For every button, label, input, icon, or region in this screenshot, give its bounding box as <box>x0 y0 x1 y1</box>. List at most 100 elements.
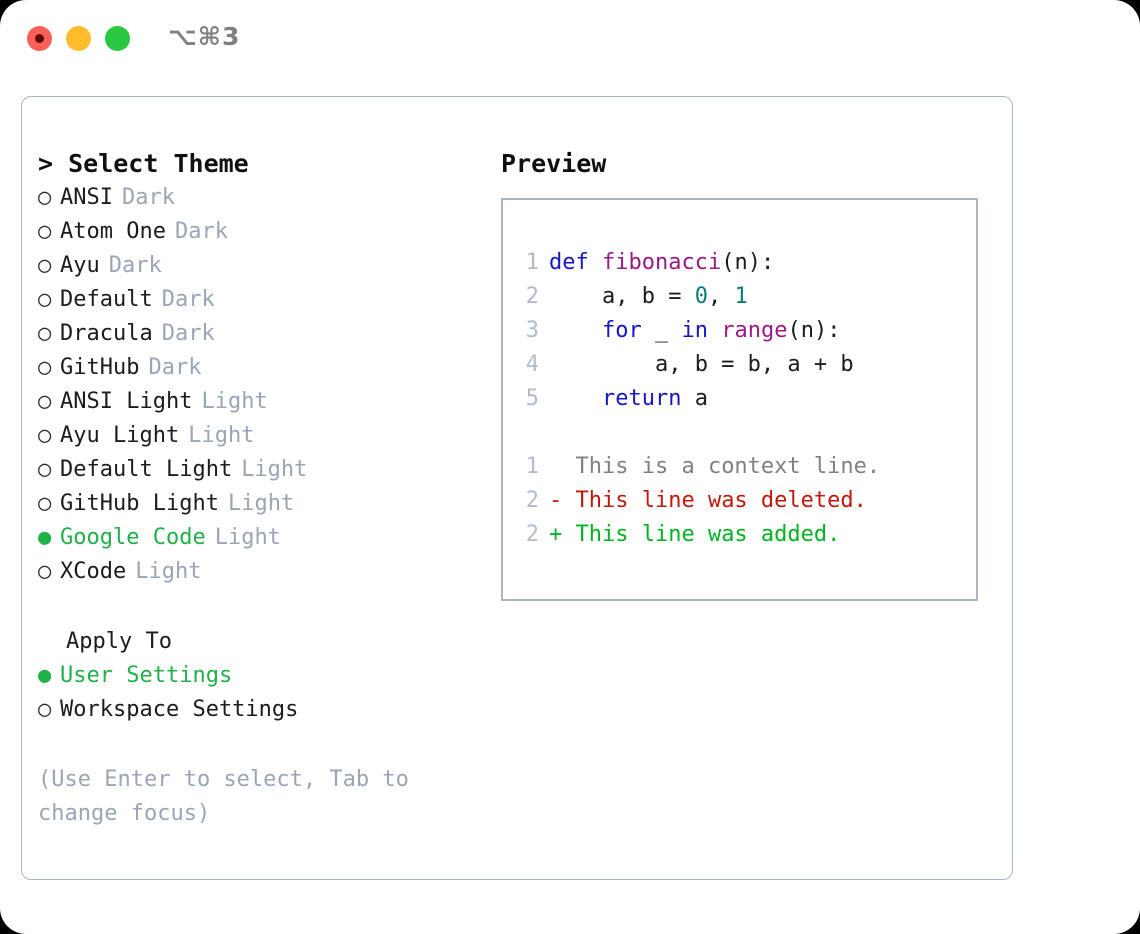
diff-text: This line was deleted. <box>562 488 867 513</box>
code-token: return <box>601 386 682 411</box>
apply-to-list[interactable]: ● User Settings ○Workspace Settings <box>38 659 468 727</box>
code-line-text: def fibonacci(n): <box>549 246 774 280</box>
line-number: 2 <box>525 284 539 309</box>
theme-kind-badge: Dark <box>148 355 202 380</box>
radio-selected-icon: ● <box>38 525 52 550</box>
apply-to-option[interactable]: ● User Settings <box>38 659 468 693</box>
theme-kind-badge: Dark <box>161 287 215 312</box>
code-token <box>708 318 721 343</box>
diff-marker <box>549 450 562 484</box>
radio-unselected-icon: ○ <box>38 355 52 380</box>
apply-to-label: Workspace Settings <box>60 697 299 722</box>
window-shortcut-label: ⌥⌘3 <box>168 22 241 51</box>
theme-kind-badge: Light <box>201 389 268 414</box>
theme-list-item[interactable]: ○ Default Dark <box>38 283 468 317</box>
theme-name: GitHub Light <box>60 491 219 516</box>
diff-marker: + <box>549 522 563 547</box>
code-line-text: a, b = b, a + b <box>549 348 854 382</box>
code-token: in <box>681 318 708 343</box>
theme-name: Dracula <box>60 321 153 346</box>
diff-text: This line was added. <box>562 522 841 547</box>
apply-to-group: Apply To ●User Settings○Workspace Settin… <box>38 625 468 727</box>
theme-kind-badge: Dark <box>108 253 162 278</box>
theme-list-item[interactable]: ○ ANSI Dark <box>38 181 468 215</box>
code-token: (n): <box>787 318 841 343</box>
apply-to-option[interactable]: ○Workspace Settings <box>38 693 468 727</box>
code-token: a, b = b, a + b <box>549 352 854 377</box>
radio-unselected-icon: ○ <box>38 457 52 482</box>
line-number: 5 <box>525 386 539 411</box>
code-token <box>549 318 602 343</box>
theme-list-item[interactable]: ○ ANSI Light Light <box>38 385 468 419</box>
code-line: 1 def fibonacci(n): <box>503 246 976 280</box>
line-number: 3 <box>525 318 539 343</box>
diff-sample: 1 This is a context line.2- This line wa… <box>503 450 976 552</box>
code-token: _ <box>641 318 682 343</box>
theme-kind-badge: Dark <box>121 185 175 210</box>
radio-unselected-icon: ○ <box>38 423 52 448</box>
keyboard-hint-text: (Use Enter to select, Tab to change focu… <box>38 767 409 826</box>
line-number: 1 <box>525 454 539 479</box>
theme-list-item[interactable]: ○ XCode Light <box>38 555 468 589</box>
line-number: 2 <box>525 522 539 547</box>
radio-unselected-icon: ○ <box>38 321 52 346</box>
theme-list-item[interactable]: ○ Ayu Light Light <box>38 419 468 453</box>
code-token: , <box>707 284 735 309</box>
line-number: 2 <box>525 488 539 513</box>
diff-line: 1 This is a context line. <box>503 450 976 484</box>
radio-unselected-icon: ○ <box>38 185 52 210</box>
minimize-button[interactable] <box>66 26 91 51</box>
code-token: fibonacci <box>602 250 722 275</box>
theme-kind-badge: Light <box>241 457 308 482</box>
radio-unselected-icon: ○ <box>38 287 52 312</box>
theme-name: Ayu Light <box>60 423 180 448</box>
theme-kind-badge: Light <box>135 559 202 584</box>
theme-name: Google Code <box>60 525 206 550</box>
theme-list-item[interactable]: ○ Default Light Light <box>38 453 468 487</box>
radio-unselected-icon: ○ <box>38 219 52 244</box>
theme-name: Ayu <box>60 253 100 278</box>
theme-kind-badge: Light <box>188 423 255 448</box>
maximize-button[interactable] <box>105 26 130 51</box>
code-line: 3 for _ in range(n): <box>503 314 976 348</box>
theme-list-item[interactable]: ○ Dracula Dark <box>38 317 468 351</box>
radio-unselected-icon: ○ <box>38 491 52 516</box>
record-indicator-icon <box>35 34 44 43</box>
theme-kind-badge: Dark <box>161 321 215 346</box>
close-button[interactable] <box>27 26 52 51</box>
theme-name: ANSI <box>60 185 113 210</box>
diff-marker: - <box>549 488 563 513</box>
code-token <box>549 386 602 411</box>
apply-to-label: User Settings <box>60 663 233 688</box>
radio-unselected-icon: ○ <box>38 389 52 414</box>
code-line-text: a, b = 0, 1 <box>549 280 748 314</box>
code-line-text: for _ in range(n): <box>549 314 840 348</box>
radio-selected-icon: ● <box>38 663 52 688</box>
code-token: 1 <box>734 284 748 309</box>
code-token: 0 <box>694 284 708 309</box>
line-number: 4 <box>525 352 539 377</box>
theme-name: Default Light <box>60 457 233 482</box>
line-number: 1 <box>525 250 539 275</box>
theme-name: ANSI Light <box>60 389 193 414</box>
code-token <box>589 250 602 275</box>
theme-name: Default <box>60 287 153 312</box>
code-token: for <box>601 318 642 343</box>
theme-name: XCode <box>60 559 127 584</box>
preview-spacer <box>503 416 976 450</box>
title-bar: ⌥⌘3 <box>0 0 1140 78</box>
diff-line: 2- This line was deleted. <box>503 484 976 518</box>
theme-name: Atom One <box>60 219 166 244</box>
radio-unselected-icon: ○ <box>38 559 52 584</box>
